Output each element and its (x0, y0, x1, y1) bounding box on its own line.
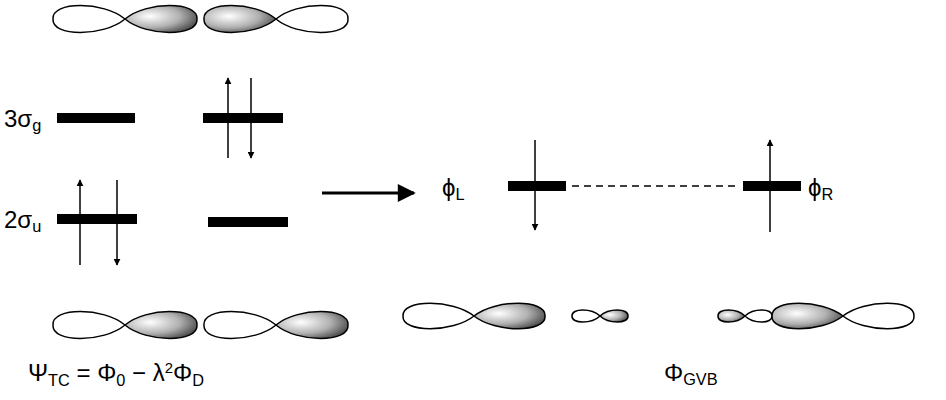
orbital-lobe (843, 303, 914, 329)
orbital-lobe (125, 6, 197, 33)
orbital-lobe (204, 312, 276, 339)
orbital-lobe (600, 310, 628, 322)
symbol-label: Φ (173, 359, 192, 386)
label-group: ΦGVB (664, 361, 718, 388)
subscript-label: R (821, 185, 833, 203)
subscript-label: u (32, 217, 41, 235)
orbital-lobe (745, 310, 772, 322)
superscript-label: 2 (165, 360, 173, 376)
pair-line (572, 185, 737, 187)
energy-level (208, 217, 288, 227)
spin-arrow (116, 180, 118, 265)
label-group: ϕR (808, 176, 833, 203)
orbital-lobe (125, 312, 197, 339)
label-group: ΨTC = Φ0 − λ2ΦD (28, 361, 204, 388)
symbol-label: = Φ (70, 359, 117, 386)
subscript-label: D (192, 371, 204, 389)
orbital-lobe (53, 6, 125, 33)
orbital-lobe (474, 303, 545, 329)
energy-level (57, 214, 137, 224)
subscript-label: g (32, 116, 41, 134)
orbital-lobe (53, 312, 125, 339)
label-group: 3σg (4, 107, 41, 134)
subscript-label: 0 (116, 371, 125, 389)
energy-level (57, 113, 135, 123)
symbol-label: 2σ (4, 206, 32, 233)
orbital-lobe (204, 6, 276, 33)
energy-level (508, 181, 566, 191)
symbol-label: − λ (125, 359, 164, 386)
transform-arrow (322, 192, 414, 195)
spin-arrow (227, 78, 229, 158)
orbital-lobe (276, 312, 348, 339)
subscript-label: TC (48, 371, 70, 389)
symbol-label: 3σ (4, 105, 32, 132)
energy-level (743, 181, 801, 191)
orbital-lobe (772, 303, 843, 329)
orbital-lobe (718, 310, 745, 322)
spin-arrow (534, 140, 536, 230)
symbol-label: ϕ (442, 174, 455, 201)
subscript-label: GVB (683, 370, 717, 388)
spin-arrow (79, 180, 81, 265)
orbital-lobe (572, 310, 600, 322)
label-group: ϕL (442, 176, 465, 203)
symbol-label: Φ (664, 359, 683, 386)
symbol-label: Ψ (28, 359, 48, 386)
spin-arrow (250, 78, 252, 158)
spin-arrow (769, 140, 771, 232)
orbital-lobe (403, 303, 474, 329)
label-group: 2σu (4, 208, 41, 235)
symbol-label: ϕ (808, 174, 821, 201)
subscript-label: L (455, 185, 464, 203)
orbital-lobe (276, 6, 348, 33)
energy-level (203, 113, 283, 123)
